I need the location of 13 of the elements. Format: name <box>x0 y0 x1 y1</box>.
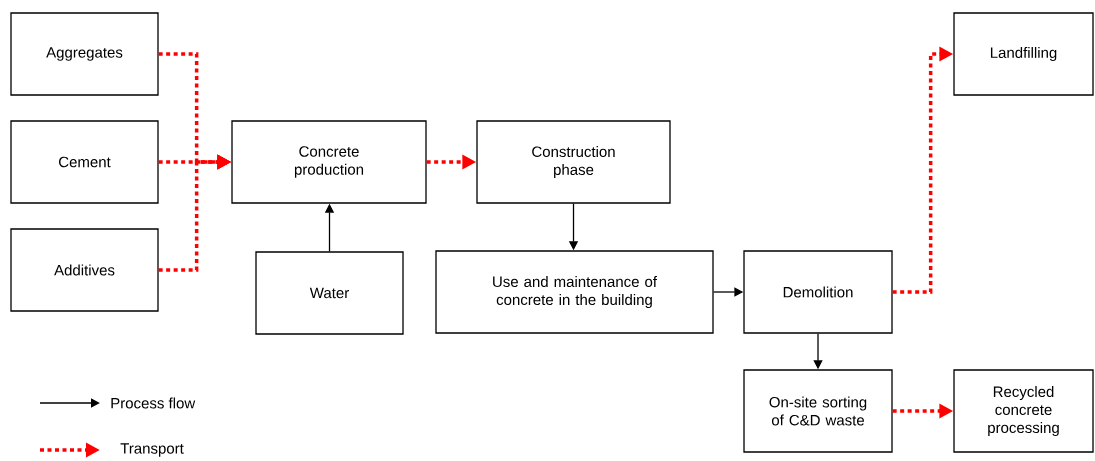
process-box: Use and maintenance of concrete in the building <box>435 250 714 334</box>
process-box: Water <box>255 251 404 335</box>
process-box: Demolition <box>743 250 893 334</box>
legend-label: Transport <box>120 443 184 457</box>
process-box: Recycled concrete processing <box>953 369 1094 453</box>
process-box: Cement <box>10 120 159 204</box>
legend-label: Process flow <box>111 397 196 409</box>
process-box: Concrete production <box>231 120 427 204</box>
process-box: Construction phase <box>476 120 671 204</box>
process-box: Additives <box>10 228 159 312</box>
process-box: Landfilling <box>953 12 1094 96</box>
process-box: Aggregates <box>10 12 159 96</box>
process-box: On-site sorting of C&D waste <box>743 369 893 453</box>
